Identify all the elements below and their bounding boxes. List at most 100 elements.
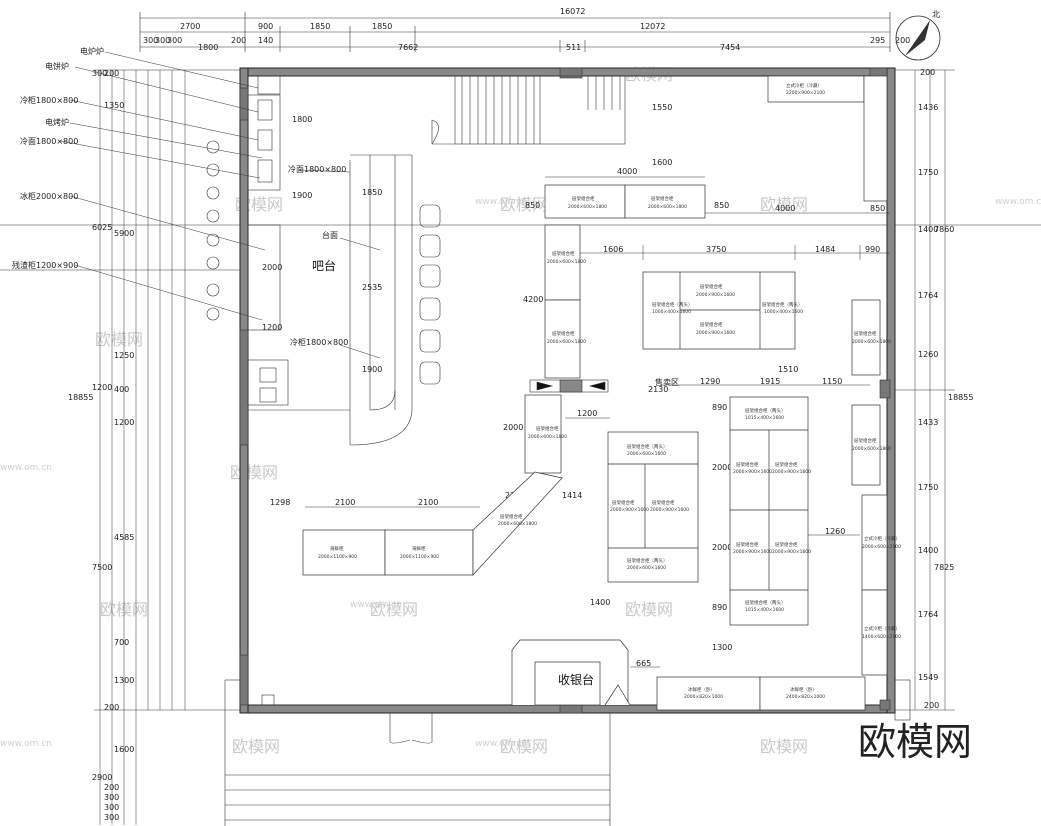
dim-left: 1200 — [92, 383, 112, 392]
fridge-label: 2000×820×1000 — [684, 694, 723, 700]
dim-left: 2900 — [92, 773, 112, 782]
shelf-label: 1400×600×2100 — [862, 634, 901, 640]
dim-left: 7500 — [92, 563, 112, 572]
right-wall-shelves — [851, 299, 888, 676]
dimension-guides — [305, 176, 890, 668]
dim-right-area: 1414 — [562, 491, 582, 500]
dim-left: 300 — [104, 793, 119, 802]
shelf-label: 层架组合柜 — [736, 461, 759, 468]
dim-left: 300 — [104, 803, 119, 812]
equipment-label: 电烤炉 — [45, 117, 69, 127]
shelf-label: 2000×900×1600 — [696, 292, 735, 298]
left-dimensions — [0, 69, 1041, 825]
svg-text:层架组合柜: 层架组合柜 — [552, 330, 575, 337]
dim-right-area: 2000 — [712, 543, 732, 552]
shelf-left-col-1: 层架组合柜 2000×600×1800 — [544, 224, 586, 301]
equipment-label: 电饼炉 — [45, 61, 69, 71]
equipment-label: 残渣柜1200×900 — [12, 260, 78, 270]
dim-right-area: 1150 — [822, 377, 842, 386]
shelf-label: 层架组合柜（两头） — [627, 443, 668, 450]
dim-left: 5900 — [114, 229, 134, 238]
watermark-url: www.om.cn — [0, 739, 52, 749]
dim-right: 1549 — [918, 673, 938, 682]
svg-text:2000×600×1800: 2000×600×1800 — [547, 339, 586, 345]
watermark: 欧模网 — [760, 195, 808, 214]
equipment-label: 冷面1800×800 — [20, 136, 78, 146]
dim-mid: 1484 — [815, 245, 835, 254]
watermark: 欧模网 — [230, 463, 278, 482]
dim-top: 300 — [167, 36, 182, 45]
shelf-left-col-2: 层架组合柜 2000×600×1800 — [544, 299, 586, 379]
dim-right: 1750 — [918, 483, 938, 492]
kitchen-dim: 1800 — [292, 115, 312, 124]
shelf-label: 2000×1100×900 — [318, 554, 357, 560]
dim-right-area: 890 — [712, 603, 727, 612]
dim-right: 1750 — [918, 168, 938, 177]
cashier-label: 收银台 — [558, 672, 594, 687]
dim-top-shelves: 4000 — [775, 204, 795, 213]
svg-text:层架组合柜: 层架组合柜 — [651, 195, 674, 202]
dim-right: 200 — [924, 701, 939, 710]
equipment-label: 电炉炉 — [80, 46, 104, 56]
dim-right-area: 2000 — [503, 423, 523, 432]
dim-bottom-shelf: 1298 — [270, 498, 290, 507]
shelf-label: 层架组合柜（两头） — [652, 301, 693, 308]
dim-right-area: 1510 — [778, 365, 798, 374]
staircase — [431, 75, 626, 145]
dim-top: 295 — [870, 36, 885, 45]
dim-top-shelves: 850 — [525, 201, 540, 210]
dim-right: 1400 — [918, 546, 938, 555]
shelf-label: 层架组合柜 — [700, 321, 723, 328]
shelf-label: 2000×900×1600 — [696, 330, 735, 336]
dim-bottom-shelf: 2100 — [418, 498, 438, 507]
island-3 — [729, 396, 809, 626]
watermark-url: www.om.cn — [0, 463, 52, 473]
shelf-label: 2000×600×1800 — [852, 339, 891, 345]
kitchen-dim: 1900 — [292, 191, 312, 200]
dim-mid: 990 — [865, 245, 880, 254]
dim-top: 200 — [231, 36, 246, 45]
dim-left: 1250 — [114, 351, 134, 360]
dim-right-area: 2130 — [648, 385, 668, 394]
dim-right-area: 1400 — [590, 598, 610, 607]
kitchen-label: 冷柜1800×800 — [290, 337, 348, 347]
shelf-label: 层架组合柜 — [500, 513, 523, 520]
watermark: 欧模网 — [625, 600, 673, 619]
dim-left: 1600 — [114, 745, 134, 754]
dim-right: 7860 — [934, 225, 954, 234]
dim-right: 1764 — [918, 291, 938, 300]
north-label: 北 — [932, 10, 940, 19]
kitchen-dim: 1850 — [362, 188, 382, 197]
shelf-label: 1015×400×1600 — [745, 607, 784, 613]
shelf-label: 层架组合柜（两头） — [627, 557, 668, 564]
shelf-label: 层架组合柜 — [775, 541, 798, 548]
dim-right: 1400 — [918, 225, 938, 234]
bottom-counters — [302, 471, 563, 576]
svg-text:层架组合柜: 层架组合柜 — [572, 195, 595, 202]
kitchen-label: 台面 — [322, 230, 338, 240]
kitchen-label: 吧台 — [312, 258, 336, 273]
svg-text:2000×600×1800: 2000×600×1800 — [528, 434, 567, 440]
shelf-label: 1000×400×1600 — [652, 309, 691, 315]
shelf-label: 2000×1100×900 — [400, 554, 439, 560]
watermark: 欧模网 — [500, 737, 548, 756]
shelf-label: 1015×400×1600 — [745, 415, 784, 421]
dim-left: 700 — [114, 638, 129, 647]
dim-top-shelves: 4000 — [617, 167, 637, 176]
dim-right-area: 890 — [712, 403, 727, 412]
shelf-label: 2000×900×1600 — [650, 507, 689, 513]
kitchen-dim: 2000 — [262, 263, 282, 272]
dim-top-shelves: 850 — [870, 204, 885, 213]
dim-left: 300 — [104, 813, 119, 822]
dim-left: 400 — [114, 385, 129, 394]
entry-gate — [529, 379, 609, 393]
dim-right-area: 1290 — [700, 377, 720, 386]
watermark: 欧模网 — [760, 737, 808, 756]
dim-left: 18855 — [68, 393, 93, 402]
dim-top: 7662 — [398, 43, 418, 52]
shelf-label: 2000×900×1600 — [610, 507, 649, 513]
shelf-label: 1000×400×1600 — [764, 309, 803, 315]
shelf-label: 层架组合柜 — [736, 541, 759, 548]
kitchen-dim: 1900 — [362, 365, 382, 374]
